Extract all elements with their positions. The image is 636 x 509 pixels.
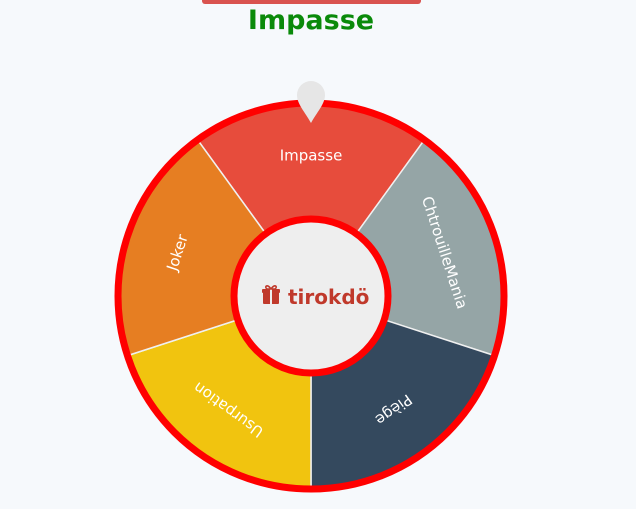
center-brand: tirokdö [262, 285, 369, 309]
pointer-icon [297, 81, 325, 123]
brand-name: tirokdö [288, 285, 369, 309]
gift-icon [262, 285, 280, 304]
result-title: Impasse [247, 5, 375, 36]
wheel-segment-label: Impasse [280, 147, 343, 165]
top-bar [202, 0, 421, 4]
wheel-hub[interactable] [230, 215, 392, 377]
